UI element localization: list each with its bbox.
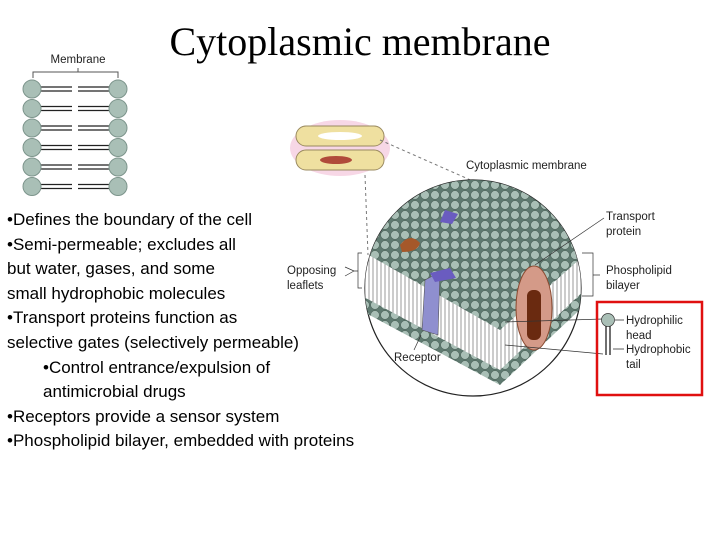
highlight-box — [595, 300, 704, 397]
lipid-head — [22, 99, 42, 118]
bullet-item: •Semi-permeable; excludes all — [7, 234, 236, 254]
lipid-head — [22, 157, 42, 177]
opposing-leaflets-label: Opposing — [287, 265, 336, 277]
bullet-item-cont: small hydrophobic molecules — [7, 283, 226, 303]
membrane-label: Membrane — [51, 54, 106, 66]
hydrophilic-label-2: head — [626, 330, 652, 342]
lipid-head — [22, 138, 42, 157]
hydrophobic-label: Hydrophobic — [626, 344, 691, 356]
lipid-head — [22, 79, 42, 99]
lipid-head — [108, 177, 128, 196]
bullet-item-cont: selective gates (selectively permeable) — [7, 332, 299, 352]
lipid-head — [108, 79, 128, 99]
lipid-head — [22, 118, 42, 138]
phospholipid-legend: Hydrophilic head Hydrophobic tail — [595, 300, 704, 397]
transport-protein-label: Transport — [606, 211, 656, 223]
lipid-head — [108, 157, 128, 177]
peripheral-protein — [400, 237, 420, 252]
lipid-head — [22, 177, 42, 196]
sub-bullet-item: •Control entrance/expulsion of — [43, 357, 271, 377]
bullet-item: •Defines the boundary of the cell — [7, 210, 253, 229]
receptor-label: Receptor — [394, 352, 441, 364]
membrane-cross-section: Cytoplasmic membrane Transport protein P… — [287, 160, 672, 397]
surface-protein — [440, 210, 458, 224]
hydrophilic-head-icon — [601, 313, 615, 327]
diagram-title: Cytoplasmic membrane — [466, 160, 587, 172]
bullet-item: •Receptors provide a sensor system — [7, 406, 280, 426]
opposing-leaflets-label-2: leaflets — [287, 280, 324, 292]
phospholipid-bilayer-label: Phospholipid — [606, 265, 672, 277]
bullet-item: •Phospholipid bilayer, embedded with pro… — [7, 431, 355, 451]
lipid-head — [108, 138, 128, 157]
left-membrane-diagram: Membrane — [22, 54, 128, 196]
hydrophilic-label: Hydrophilic — [626, 315, 683, 327]
lipid-head — [108, 99, 128, 118]
hydrophobic-label-2: tail — [626, 359, 641, 371]
bullet-item: •Transport proteins function as — [7, 308, 238, 328]
bullet-list: •Defines the boundary of the cell •Semi-… — [7, 208, 354, 454]
slide-title: Cytoplasmic membrane — [169, 19, 551, 64]
lipid-head — [108, 118, 128, 138]
bullet-item-cont: but water, gases, and some — [7, 259, 215, 279]
sub-bullet-item-cont: antimicrobial drugs — [43, 382, 186, 402]
transport-protein-label-2: protein — [606, 226, 641, 238]
phospholipid-bilayer-label-2: bilayer — [606, 280, 640, 292]
bacterium-illustration — [290, 120, 476, 256]
